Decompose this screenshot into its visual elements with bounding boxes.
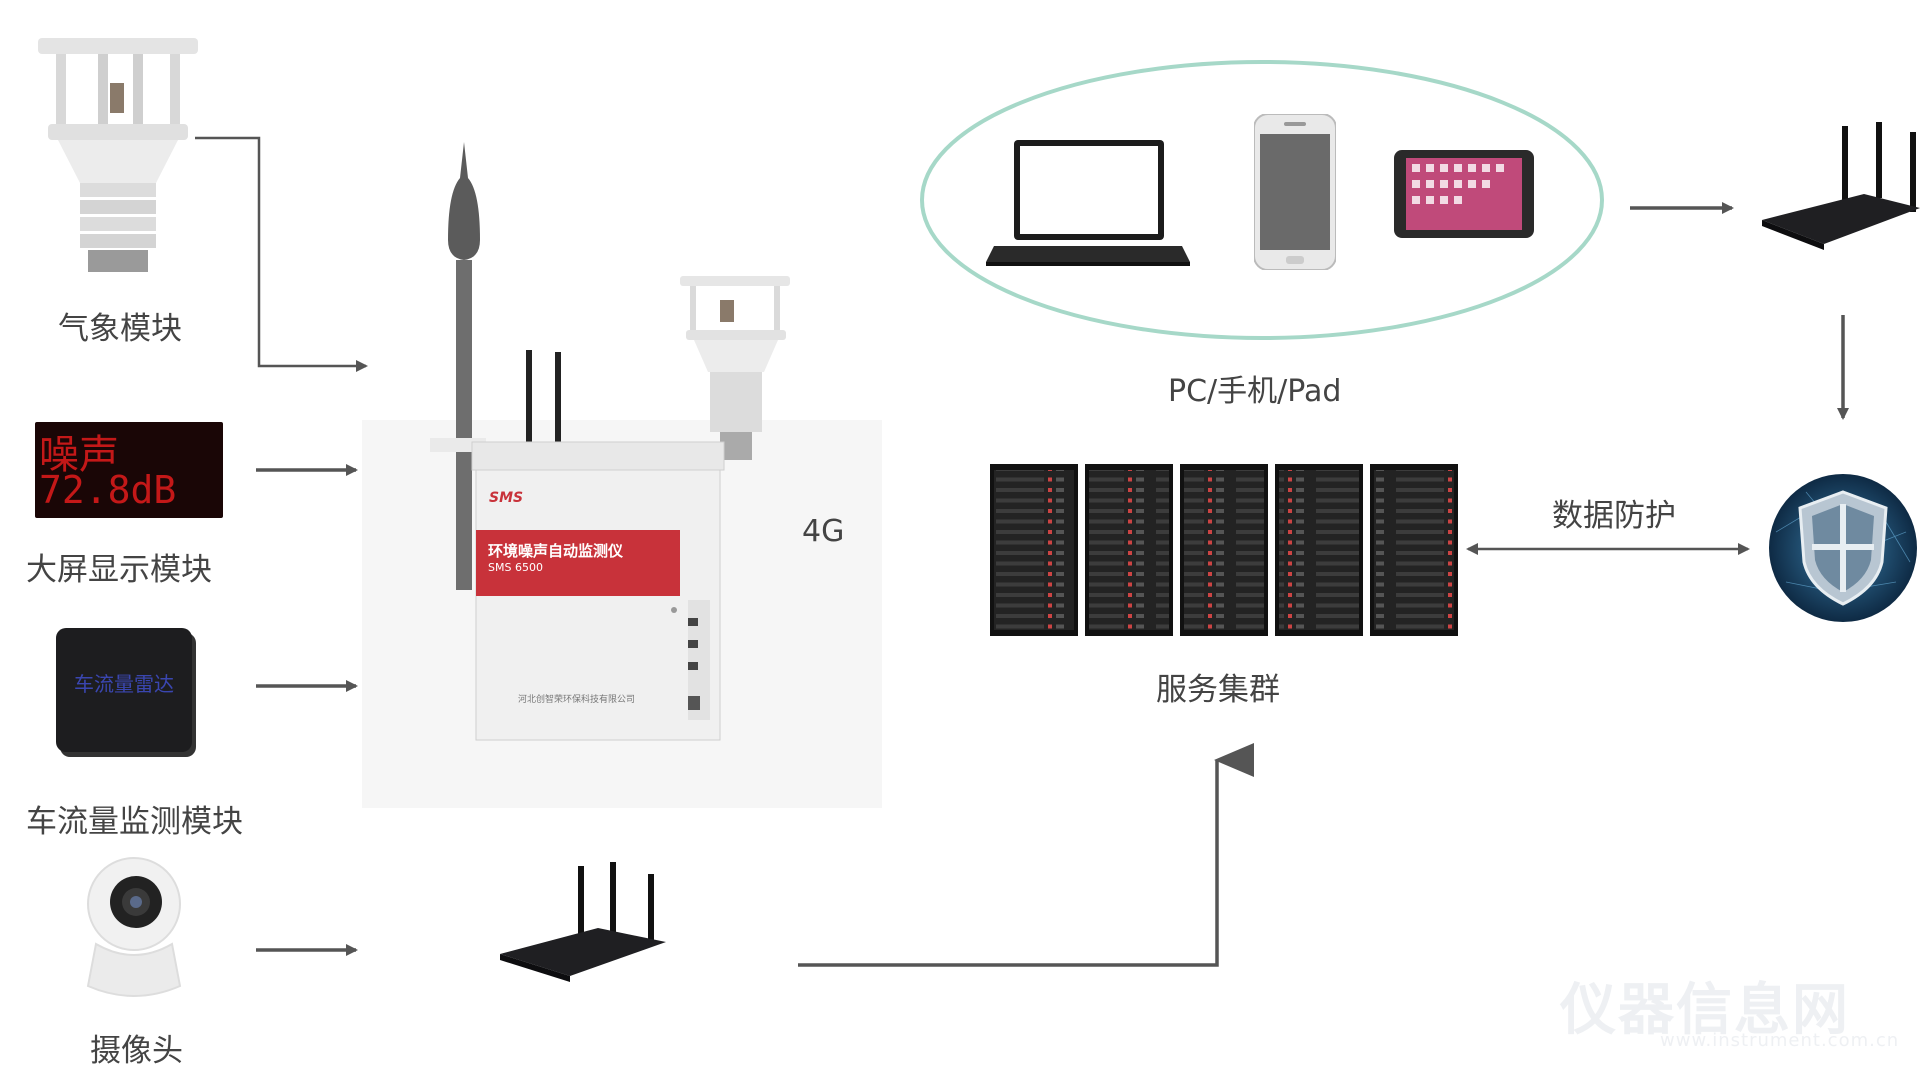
uplink-label: 4G [802,514,845,549]
led-display-image: 噪声 72.8dB [35,422,223,518]
clients-ellipse [920,60,1604,340]
tablet-image [1394,150,1534,238]
weather-sensor-image [38,38,198,272]
watermark-text: 仪器信息网 [1560,978,1850,1043]
monitor-panel-title: 环境噪声自动监测仪 [488,542,624,560]
laptop-image [986,140,1190,266]
noise-monitor-image [430,142,790,741]
server-rack-3 [1180,464,1268,636]
weather-arrow [195,136,368,372]
cluster-label: 服务集群 [1156,672,1280,708]
server-rack-4 [1275,464,1363,636]
server-cluster-image [990,464,1458,636]
monitor-panel-model: SMS 6500 [488,561,543,574]
camera-router-image [500,862,666,982]
server-rack-2 [1085,464,1173,636]
monitor-maker-text: 河北创智荣环保科技有限公司 [518,695,636,705]
display-module-label: 大屏显示模块 [26,552,212,588]
protection-label: 数据防护 [1552,498,1676,534]
weather-module-label: 气象模块 [58,311,182,347]
phone-image [1254,114,1336,270]
camera-label: 摄像头 [90,1033,183,1069]
led-line-1: 噪声 [39,432,119,478]
radar-device-text: 车流量雷达 [74,672,174,696]
server-rack-5 [1370,464,1458,636]
server-rack-1 [990,464,1078,636]
traffic-module-label: 车流量监测模块 [26,804,243,840]
router-to-cluster-arrow [798,743,1254,967]
led-line-2: 72.8dB [39,468,177,512]
watermark-url: www.instrument.com.cn [1660,1030,1900,1051]
traffic-radar-image: 车流量雷达 [56,628,192,752]
shield-icon [1769,474,1917,622]
clients-label: PC/手机/Pad [1168,374,1342,409]
camera-image [86,857,182,997]
monitor-brand: SMS [489,490,524,506]
client-router-image [1762,122,1920,250]
